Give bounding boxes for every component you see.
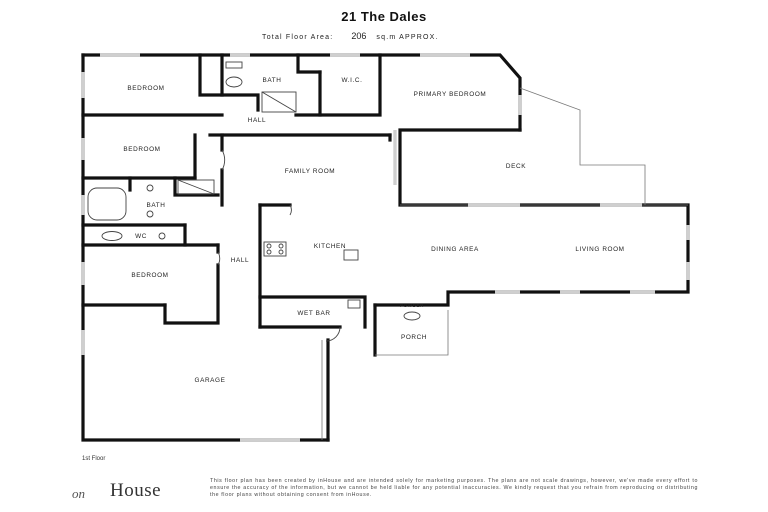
room-label-bedroom-2: BEDROOM bbox=[123, 146, 160, 153]
room-label-wic: W.I.C. bbox=[342, 77, 363, 84]
exterior-wall bbox=[373, 128, 690, 307]
door-swing-icon bbox=[325, 326, 341, 342]
shower-icon bbox=[177, 179, 215, 195]
door-swing-icon bbox=[217, 251, 221, 266]
cooktop-icon bbox=[263, 241, 287, 257]
floor-area-line: Total Floor Area: 206 sq.m APPROX. bbox=[262, 31, 562, 41]
cooktop-icon bbox=[278, 243, 284, 249]
room-label-kitchen: KITCHEN bbox=[314, 243, 346, 250]
interior-wall bbox=[173, 176, 220, 197]
room-label-garage: GARAGE bbox=[195, 377, 226, 384]
interior-wall bbox=[258, 295, 367, 329]
room-label-powder: POWDER bbox=[400, 303, 424, 308]
room-label-wet-bar: WET BAR bbox=[297, 310, 330, 317]
cooktop-icon bbox=[266, 243, 272, 249]
brand-logo: on House bbox=[72, 480, 202, 504]
shower-icon bbox=[177, 179, 215, 195]
floor-area-unit: sq.m APPROX. bbox=[376, 34, 439, 41]
disclaimer-text: This floor plan has been created by inHo… bbox=[210, 478, 698, 498]
sink-icon bbox=[158, 232, 166, 240]
floor-level-label: 1st Floor bbox=[82, 456, 106, 462]
room-label-deck: DECK bbox=[506, 163, 526, 170]
room-label-living-room: LIVING ROOM bbox=[575, 246, 624, 253]
shower-icon bbox=[261, 91, 297, 113]
room-label-hall-top: HALL bbox=[248, 117, 266, 124]
sink-icon bbox=[343, 249, 359, 261]
room-label-primary-bedroom: PRIMARY BEDROOM bbox=[414, 91, 487, 98]
logo-prefix: on bbox=[72, 486, 85, 501]
interior-wall bbox=[163, 263, 220, 325]
interior-wall bbox=[220, 93, 260, 112]
shower-icon bbox=[261, 91, 297, 113]
toilet-icon bbox=[101, 231, 123, 241]
door-swing-icon bbox=[289, 204, 292, 216]
sink-icon bbox=[347, 299, 361, 309]
room-label-family-room: FAMILY ROOM bbox=[285, 168, 335, 175]
plan-title: 21 The Dales bbox=[341, 9, 427, 24]
deck-outline bbox=[519, 87, 646, 205]
toilet-icon bbox=[225, 76, 243, 88]
interior-wall bbox=[294, 53, 382, 117]
cooktop-icon bbox=[278, 249, 284, 255]
logo-brand: House bbox=[110, 480, 162, 501]
floor-area-label: Total Floor Area: bbox=[262, 34, 334, 41]
sink-icon bbox=[146, 184, 154, 192]
room-label-bedroom-3: BEDROOM bbox=[131, 272, 168, 279]
toilet-icon bbox=[225, 61, 243, 69]
room-label-hall-mid: HALL bbox=[231, 257, 249, 264]
room-label-bath-mid: BATH bbox=[147, 202, 166, 209]
floor-area-value: 206 bbox=[351, 31, 367, 41]
room-label-porch: PORCH bbox=[401, 334, 427, 341]
bathtub-icon bbox=[87, 187, 127, 221]
room-label-bedroom-1: BEDROOM bbox=[127, 85, 164, 92]
room-label-dining-area: DINING AREA bbox=[431, 246, 479, 253]
interior-wall bbox=[198, 53, 224, 97]
toilet-icon bbox=[403, 311, 421, 321]
porch-outline bbox=[375, 310, 449, 356]
room-label-wc: WC bbox=[135, 233, 147, 240]
cooktop-icon bbox=[266, 249, 272, 255]
sink-icon bbox=[146, 210, 154, 218]
door-swing-icon bbox=[221, 149, 226, 171]
interior-wall bbox=[296, 53, 322, 74]
room-label-bath-top: BATH bbox=[263, 77, 282, 84]
